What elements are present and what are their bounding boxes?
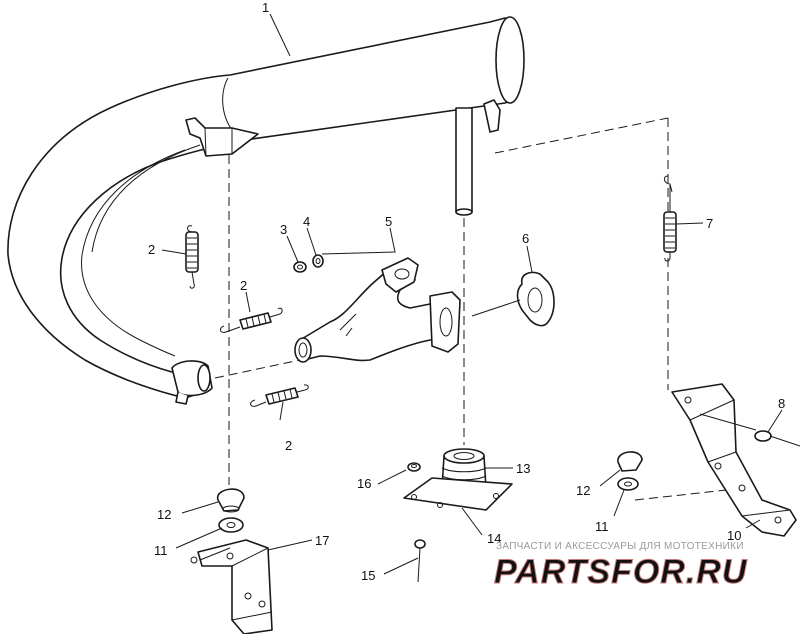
callout-12-left: 12 xyxy=(157,507,171,522)
alignment-lines xyxy=(214,117,746,501)
callout-11-right: 11 xyxy=(595,519,609,534)
muffler-end-cap xyxy=(495,16,525,104)
spring-middle xyxy=(219,307,283,333)
align-line-rear-h xyxy=(494,117,669,154)
spring-lower xyxy=(250,384,309,407)
callout-11-left: 11 xyxy=(154,543,168,558)
spring-upper-left xyxy=(185,225,199,289)
align-line-outlet xyxy=(214,359,301,379)
nut-part-3 xyxy=(293,261,307,273)
callout-14: 14 xyxy=(487,531,501,546)
muffler-mount-bracket xyxy=(185,117,259,157)
callout-labels: 1 2 2 2 3 4 5 6 7 8 10 11 11 12 12 13 14… xyxy=(148,0,785,583)
leader-lines xyxy=(161,13,783,575)
outlet-spring-tab xyxy=(175,391,189,405)
washer-left-part-11 xyxy=(218,517,244,533)
callout-17: 17 xyxy=(315,533,329,548)
muffler-assembly xyxy=(7,16,525,405)
spring-rear xyxy=(663,175,677,262)
screw-part-15 xyxy=(414,539,426,583)
tailpipe-stub-end xyxy=(455,208,473,216)
tailpipe-stub xyxy=(455,107,473,213)
watermark-logo-text: PARTSFOR.RU xyxy=(494,553,748,591)
callout-6: 6 xyxy=(522,231,529,246)
grommet-cap-right-part-12 xyxy=(617,451,643,472)
callout-2-upper: 2 xyxy=(148,242,155,257)
callout-1: 1 xyxy=(262,0,269,15)
grommet-cap-left-part-12 xyxy=(217,488,245,513)
gasket-part-6 xyxy=(516,271,555,327)
bolt-part-8 xyxy=(699,413,800,447)
muffler-rear-bracket xyxy=(483,99,501,133)
callout-8: 8 xyxy=(778,396,785,411)
callout-7: 7 xyxy=(706,216,713,231)
callout-2-lower: 2 xyxy=(285,438,292,453)
callout-3: 3 xyxy=(280,222,287,237)
callout-15: 15 xyxy=(361,568,375,583)
watermark-tagline: ЗАПЧАСТИ И АКСЕССУАРЫ ДЛЯ МОТОТЕХНИКИ xyxy=(496,541,744,552)
callout-5: 5 xyxy=(385,214,392,229)
nut-part-16 xyxy=(407,462,421,472)
y-pipe-upper-flange xyxy=(381,257,419,293)
washer-right-part-11 xyxy=(617,477,639,491)
watermark-logo: PARTSFOR.RU xyxy=(494,553,748,592)
bracket-left-part-17 xyxy=(190,539,273,634)
bracket-right-part-10 xyxy=(671,383,797,537)
callout-10: 10 xyxy=(727,528,741,543)
y-pipe-part-5 xyxy=(294,257,461,363)
callout-12-right: 12 xyxy=(576,483,590,498)
pipe-outlet-opening xyxy=(197,364,211,392)
muffler-mount-bracket-edge xyxy=(204,127,233,157)
mounting-plate-part-14 xyxy=(403,477,513,511)
muffler-inner-line-2 xyxy=(91,144,201,253)
y-pipe-side-flange xyxy=(429,291,461,353)
y-pipe-inlet xyxy=(294,337,312,363)
y-pipe-body xyxy=(299,261,453,362)
washer-part-4 xyxy=(312,254,324,268)
callout-2-middle: 2 xyxy=(240,278,247,293)
callout-4: 4 xyxy=(303,214,310,229)
callout-13: 13 xyxy=(516,461,530,476)
callout-16: 16 xyxy=(357,476,371,491)
muffler-inner-line xyxy=(81,149,186,357)
